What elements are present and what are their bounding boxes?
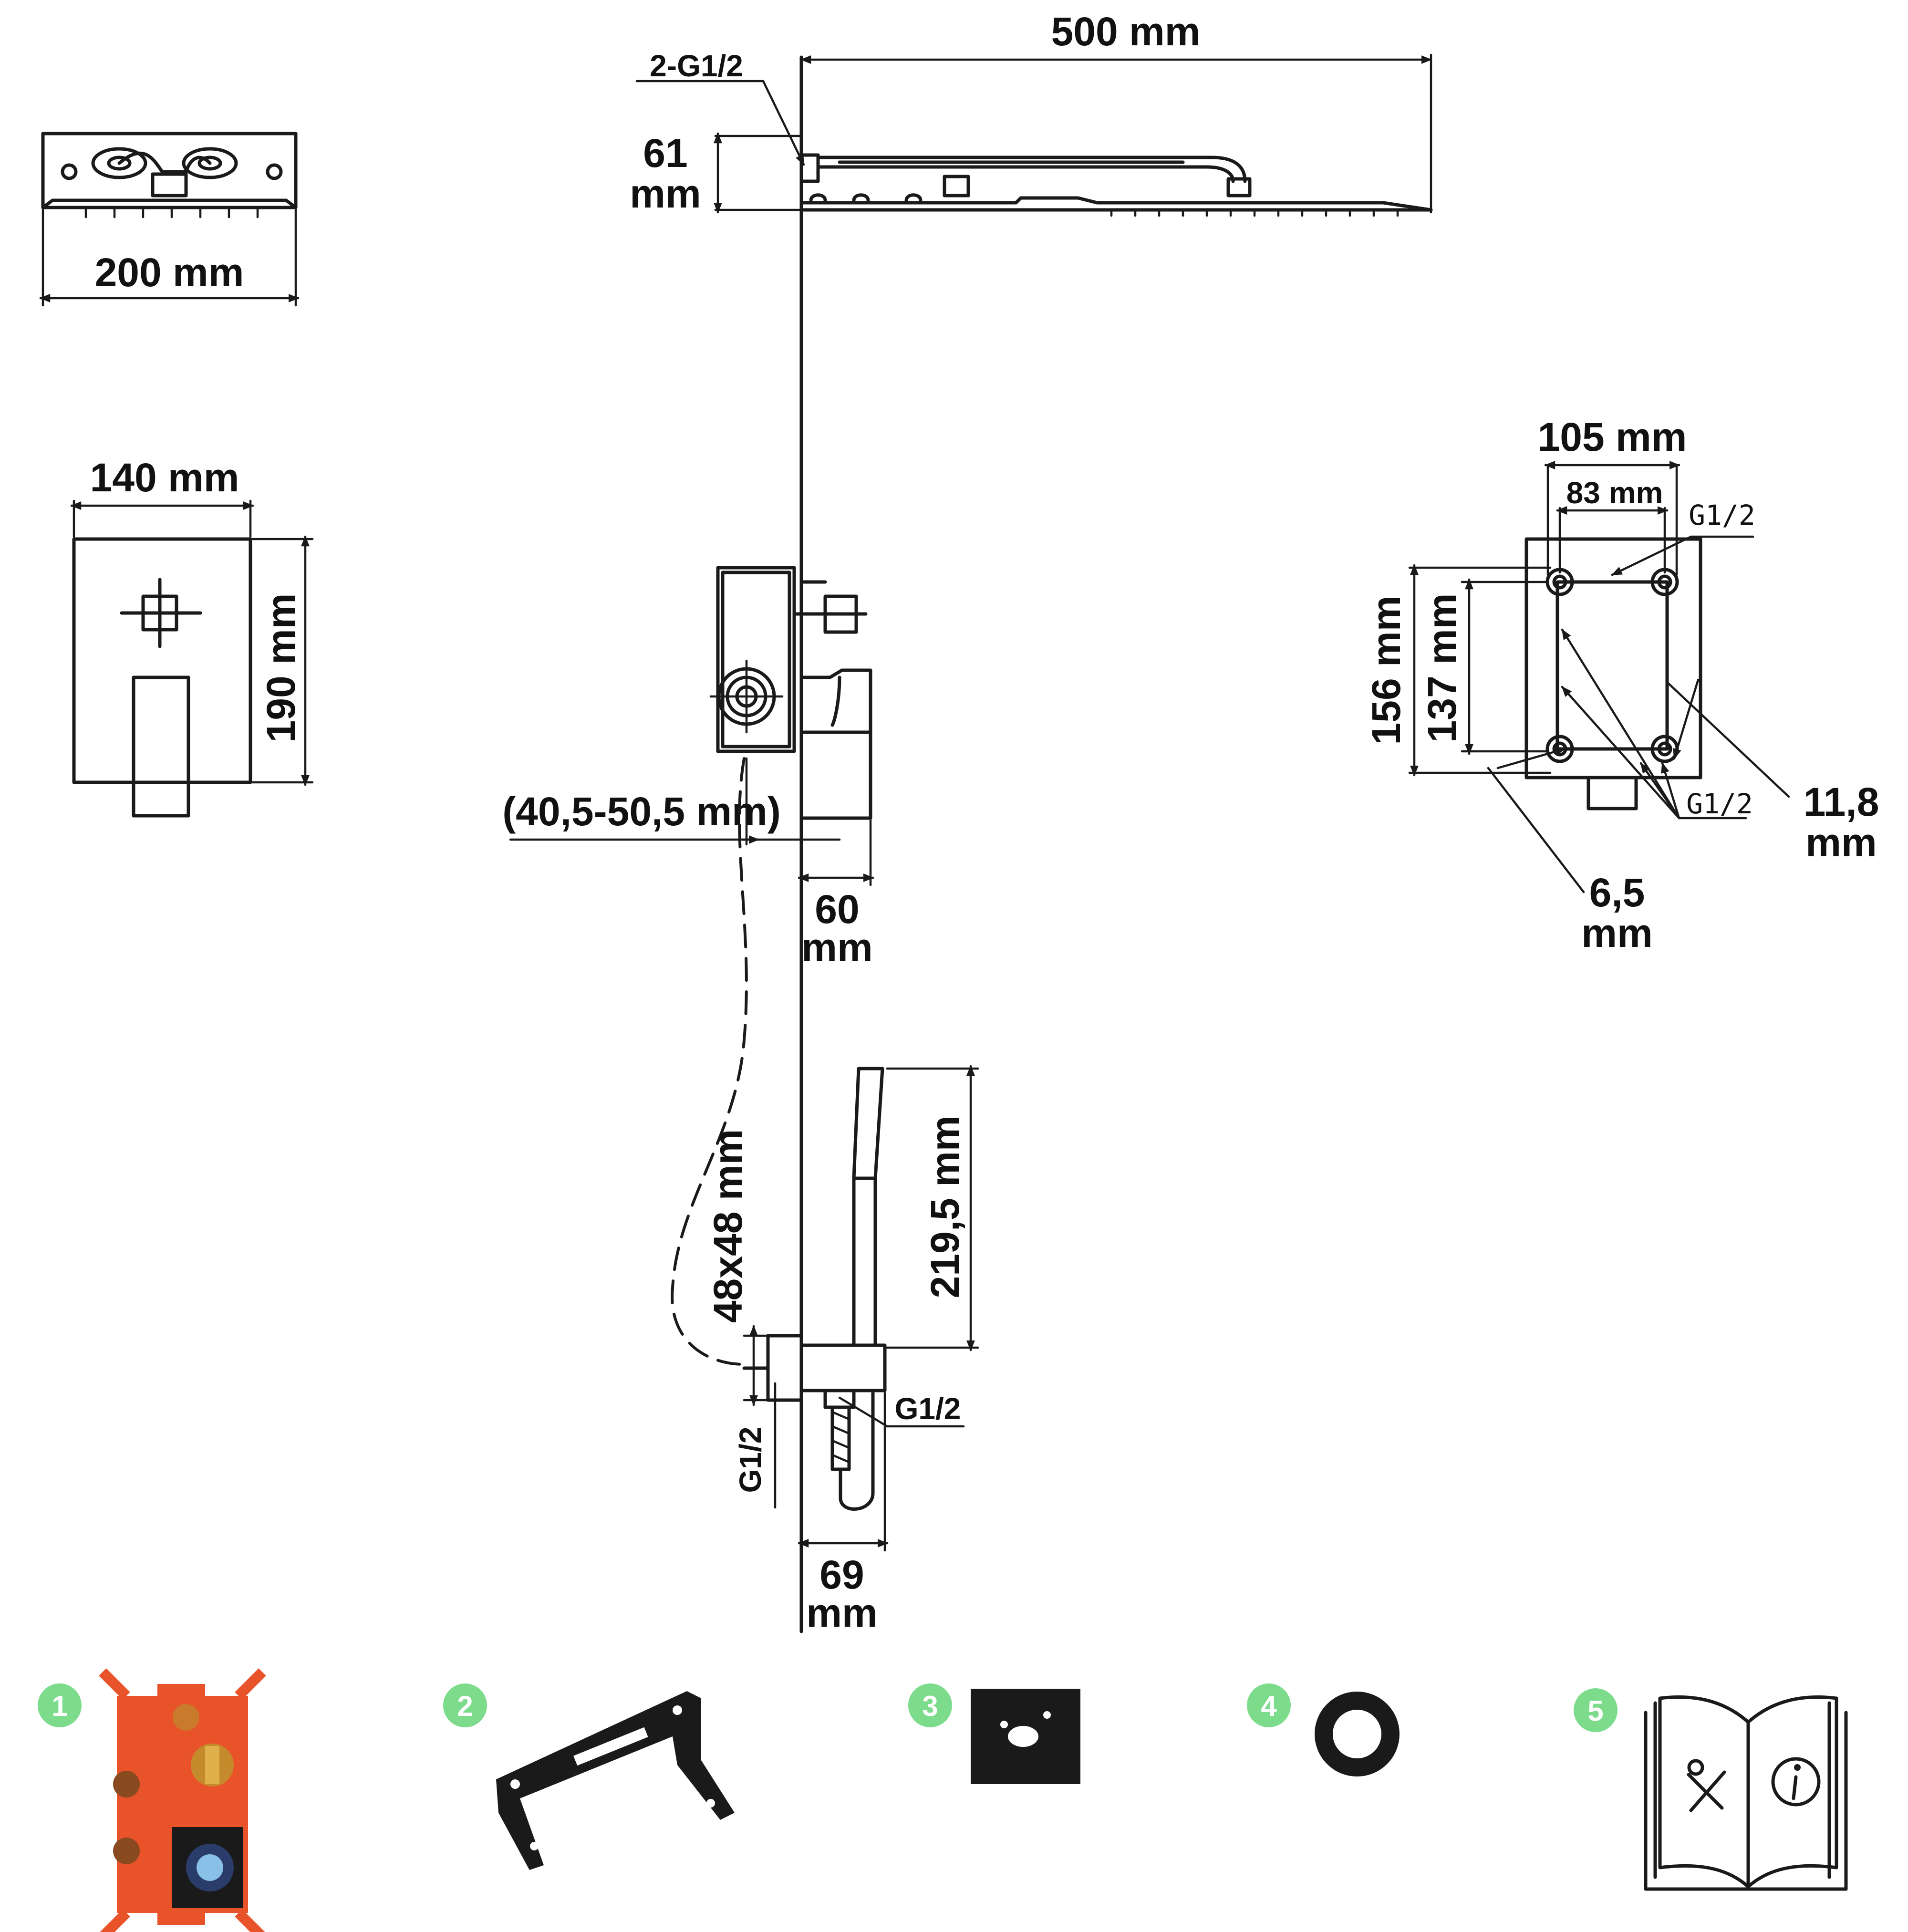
- badge-5: [1574, 1688, 1618, 1732]
- manual-book-icon: [1644, 1695, 1848, 1891]
- square-gasket-icon: [971, 1689, 1080, 1784]
- overhead-thickness-unit: mm: [630, 171, 701, 216]
- mounting-bracket-icon: [496, 1691, 735, 1870]
- outlet-projection-unit: mm: [806, 1590, 877, 1635]
- box-width-inner-label: 83 mm: [1566, 476, 1663, 510]
- overhead-shower-front-view: 200 mm: [39, 132, 300, 307]
- install-depth-label: (40,5-50,5 mm): [502, 789, 781, 834]
- component-1: 1: [38, 1668, 266, 1932]
- badge-2-label: 2: [457, 1690, 473, 1722]
- component-3: 3: [908, 1683, 1080, 1784]
- wall-outlet-size-label: 48x48 mm: [705, 1129, 750, 1323]
- hand-shower-side-view: 219,5 mm: [742, 1065, 979, 1511]
- plate-width-label: 140 mm: [90, 455, 239, 500]
- wall-outlet-dimensions: 48x48 mm G1/2 G1/2 69 mm: [705, 1129, 965, 1635]
- badge-3-label: 3: [922, 1690, 938, 1722]
- box-height-inner-label: 137 mm: [1420, 593, 1464, 743]
- box-hole-a-unit: mm: [1805, 820, 1877, 865]
- concealed-box-icon: [99, 1668, 266, 1932]
- plate-height-label: 190 mm: [259, 593, 303, 743]
- box-hole-a-value: 11,8: [1804, 779, 1879, 824]
- box-hole-b-unit: mm: [1581, 911, 1652, 956]
- badge-4: [1247, 1683, 1291, 1727]
- component-2: 2: [443, 1683, 735, 1870]
- mixer-projection-unit: mm: [801, 925, 872, 970]
- badge-1-label: 1: [52, 1690, 67, 1722]
- badge-2: [443, 1683, 487, 1727]
- concealed-box-front-view: 105 mm 83 mm G1/2 156 mm 137 mm G1/2 11,…: [1364, 415, 1879, 956]
- component-5: 5: [1574, 1688, 1848, 1891]
- overhead-shower-side-view: 500 mm 61 mm 2-G1/2: [630, 9, 1433, 217]
- badge-3: [908, 1683, 952, 1727]
- badge-4-label: 4: [1261, 1690, 1277, 1722]
- wall-outlet-thread-label: G1/2: [733, 1427, 767, 1493]
- box-height-outer-label: 156 mm: [1364, 596, 1409, 745]
- overhead-thickness-value: 61: [643, 131, 687, 176]
- ring-gasket-icon: [1315, 1692, 1400, 1776]
- hose-thread-label: G1/2: [895, 1392, 961, 1426]
- box-width-outer-label: 105 mm: [1538, 415, 1687, 459]
- mixer-plate-front-view: 140 mm 190 mm: [70, 455, 314, 818]
- component-4: 4: [1247, 1683, 1400, 1776]
- mixer-side-view: [709, 535, 872, 820]
- box-thread-top-label: G1/2: [1689, 499, 1755, 531]
- hose-route: [671, 757, 748, 1366]
- outlet-projection-value: 69: [819, 1552, 864, 1597]
- shower-head-width-label: 200 mm: [95, 250, 244, 295]
- install-depth-dimension: (40,5-50,5 mm): [502, 757, 841, 846]
- overhead-connection-label: 2-G1/2: [650, 49, 743, 83]
- box-thread-bottom-label: G1/2: [1686, 788, 1753, 820]
- handshower-length-label: 219,5 mm: [923, 1116, 967, 1298]
- badge-1: [38, 1683, 82, 1727]
- mixer-projection-dimension: 60 mm: [798, 819, 874, 970]
- mixer-projection-value: 60: [815, 887, 859, 932]
- box-hole-b-value: 6,5: [1589, 870, 1645, 915]
- overhead-width-label: 500 mm: [1051, 9, 1201, 54]
- badge-5-label: 5: [1587, 1695, 1603, 1727]
